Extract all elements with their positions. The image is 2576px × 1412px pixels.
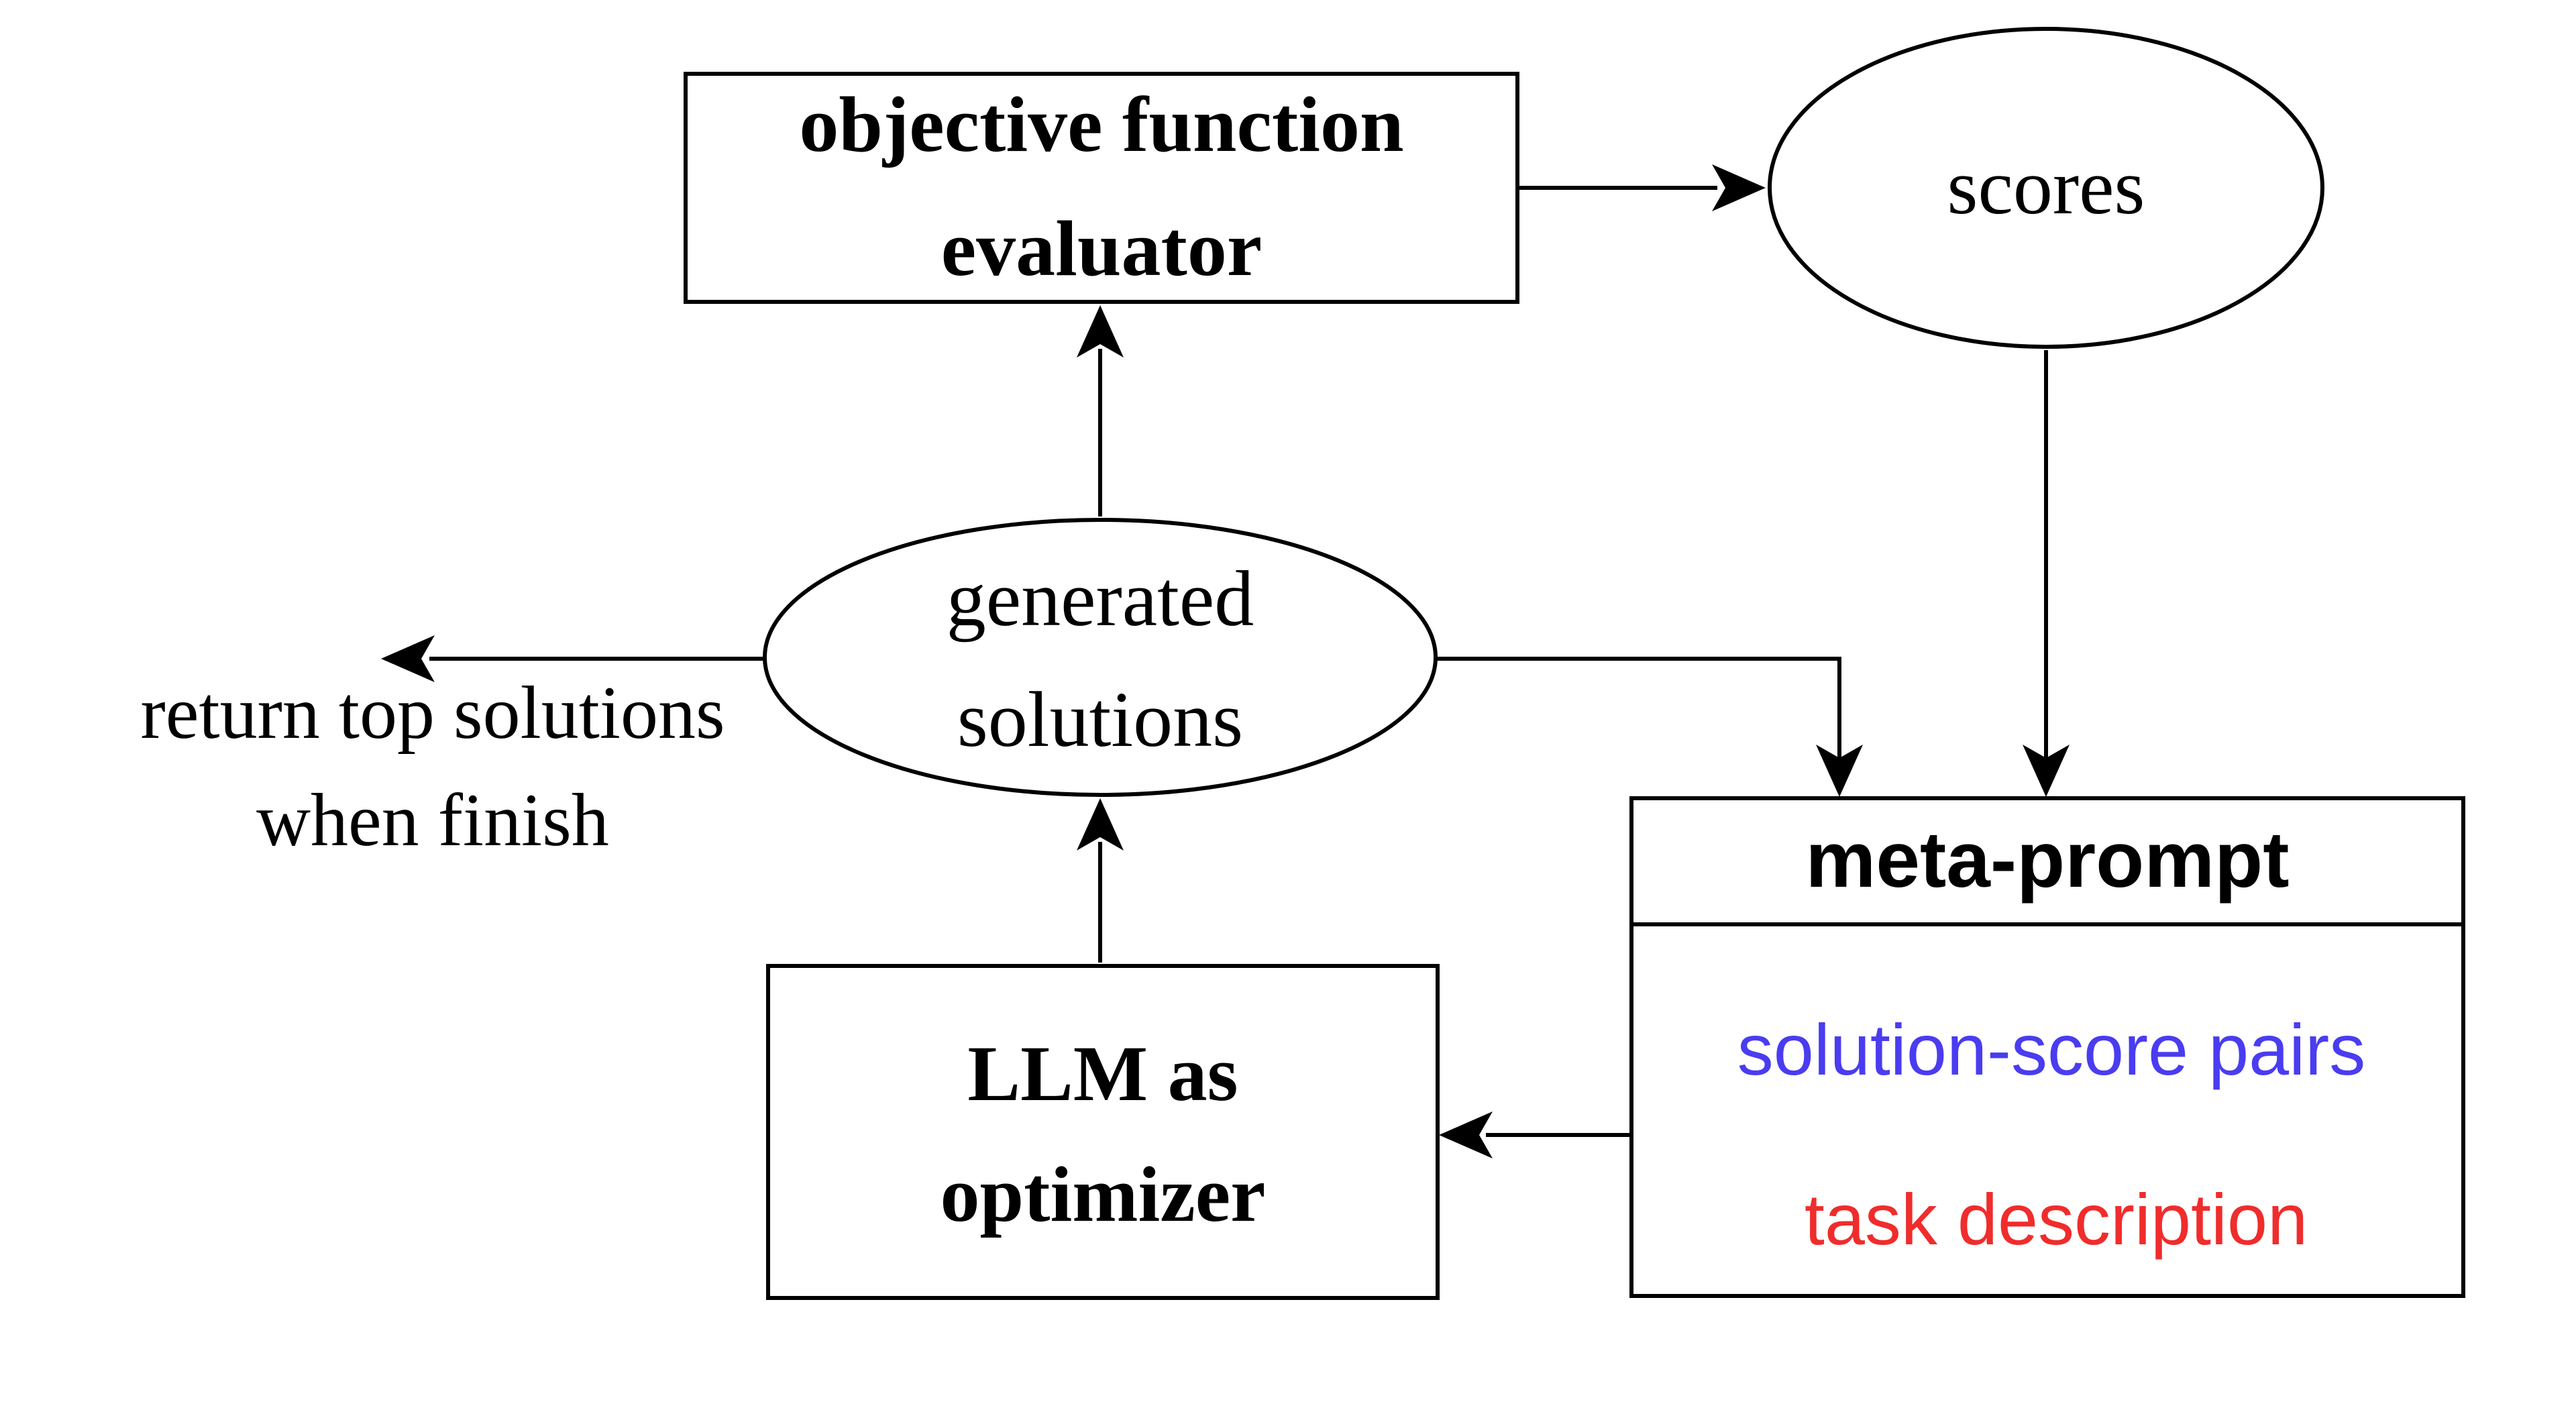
meta-prompt-item-solution-score-pairs: solution-score pairs bbox=[1737, 1009, 2365, 1090]
meta-prompt-title: meta-prompt bbox=[1805, 816, 2289, 904]
return-top-line2: when finish bbox=[256, 779, 609, 862]
scores-label: scores bbox=[1947, 143, 2145, 231]
scores-ellipse: scores bbox=[1768, 27, 2324, 349]
meta-prompt-item-task-description: task description bbox=[1805, 1179, 2308, 1260]
solutions-label-line1: generated bbox=[947, 555, 1254, 643]
llm-optimizer-box: LLM as optimizer bbox=[766, 964, 1440, 1300]
llm-label-line2: optimizer bbox=[941, 1150, 1266, 1238]
llm-label-line1: LLM as bbox=[967, 1030, 1238, 1118]
return-top-solutions-label: return top solutions when finish bbox=[140, 671, 724, 862]
generated-solutions-ellipse: generated solutions bbox=[763, 518, 1438, 797]
objective-function-evaluator-box: objective function evaluator bbox=[684, 72, 1519, 304]
edge-solutions-to-evaluator bbox=[1077, 305, 1124, 517]
evaluator-label-line1: objective function bbox=[799, 80, 1403, 168]
solutions-label-line2: solutions bbox=[957, 675, 1243, 763]
evaluator-label-line2: evaluator bbox=[941, 205, 1262, 292]
edge-return-top-solutions bbox=[381, 635, 765, 682]
edge-llm-to-solutions bbox=[1077, 798, 1124, 963]
return-top-line1: return top solutions bbox=[140, 671, 724, 755]
edge-solutions-to-meta-prompt bbox=[1436, 657, 1863, 797]
edge-scores-to-meta-prompt bbox=[2023, 350, 2070, 797]
meta-prompt-box: meta-prompt solution-score pairs task de… bbox=[1629, 796, 2465, 1298]
edge-evaluator-to-scores bbox=[1517, 164, 1766, 211]
edge-meta-prompt-to-llm bbox=[1439, 1111, 1631, 1158]
